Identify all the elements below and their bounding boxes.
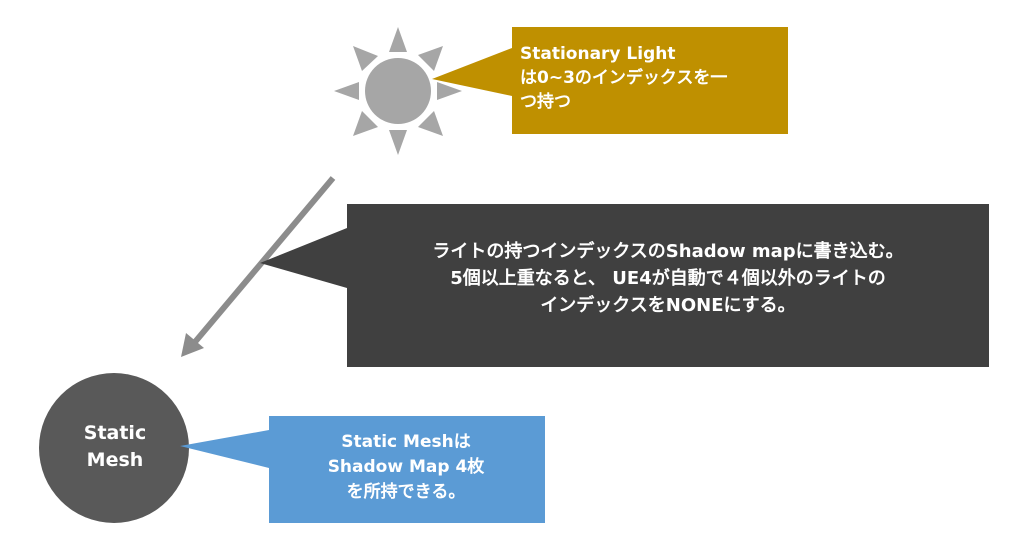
light-to-mesh-arrow-line [192,176,336,344]
mesh-callout-box [269,416,545,523]
static-mesh-circle [39,373,189,523]
light-callout-text: Stationary Light は0~3のインデックスを一 つ持つ [520,44,728,112]
light-callout-tail [432,48,512,96]
light-to-mesh-arrowhead [181,333,204,357]
shadow-callout-tail [260,228,347,288]
static-mesh-label: Static Mesh [83,422,147,471]
sun-icon [334,27,462,155]
sun-core [365,58,431,124]
sun-rays [334,27,462,155]
mesh-callout-tail [180,430,269,468]
light-callout-box [512,27,788,134]
shadow-callout-text: ライトの持つインデックスのShadow mapに書き込む。 5個以上重なると、 … [432,241,904,316]
mesh-callout-text: Static Meshは Shadow Map 4枚 を所持できる。 [327,432,485,502]
shadow-callout-box [347,204,989,367]
